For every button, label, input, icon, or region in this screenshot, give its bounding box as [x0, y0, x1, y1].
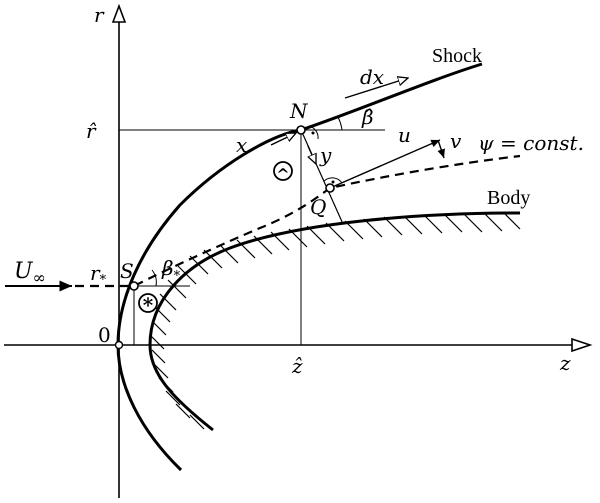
r-star-main: r: [90, 261, 101, 285]
body-label: Body: [487, 187, 530, 209]
u-inf-label: U∞: [14, 259, 46, 287]
point-s: [129, 281, 139, 291]
u-inf-sub: ∞: [33, 268, 46, 287]
normal-line-nq: [300, 129, 344, 225]
streamline-dashed: [75, 154, 521, 288]
s-label: S: [120, 259, 134, 283]
r-axis-arrowhead: [111, 3, 127, 23]
x-arrow: [270, 133, 296, 146]
origin-label: 0: [98, 323, 111, 347]
shock-curve: [116, 62, 483, 472]
right-angle-n-dot: [311, 131, 315, 135]
u-label: u: [398, 123, 411, 147]
beta-hat-arc: [337, 116, 343, 131]
body-curve: [148, 211, 521, 432]
beta-star-label: β*: [161, 256, 181, 284]
r-star-label: r*: [90, 261, 107, 288]
point-q: [325, 183, 335, 193]
dx-label: dx: [360, 65, 384, 89]
psi-label: ψ = const.: [478, 131, 584, 155]
dx-arrow: [344, 78, 408, 99]
beta-hat-label: β̂: [361, 105, 374, 129]
beta-star-main: β: [161, 256, 174, 280]
u-inf-main: U: [14, 259, 34, 284]
v-label: v: [450, 129, 462, 153]
point-origin: [114, 340, 124, 350]
x-label: x: [236, 133, 247, 157]
star-marker-text: *: [143, 293, 154, 317]
y-arrow: [308, 145, 316, 164]
right-angle-n: [308, 125, 319, 140]
body-hatching: [150, 212, 521, 430]
beta-star-sub: *: [174, 269, 181, 284]
n-label: N: [289, 99, 309, 123]
beta-star-arc: [151, 269, 157, 287]
hat-marker-text: ^: [276, 165, 289, 184]
z-axis-label: z: [559, 351, 571, 375]
v-arrow: [437, 139, 445, 159]
z-axis-arrowhead: [571, 337, 593, 353]
r-axis-label: r: [94, 3, 105, 27]
star-marker-circle: [138, 293, 158, 313]
r-hat-label: r̂: [86, 119, 97, 143]
right-angle-q-dot: [331, 180, 335, 184]
q-label: Q: [310, 195, 326, 219]
z-hat-label: ẑ: [291, 354, 303, 378]
right-angle-q: [323, 177, 343, 184]
point-n: [296, 125, 306, 135]
r-star-sub: *: [100, 273, 107, 288]
shock-label: Shock: [432, 45, 482, 67]
y-label: y: [319, 143, 332, 167]
hat-marker-circle: [273, 161, 293, 181]
u-arrow: [329, 139, 441, 189]
